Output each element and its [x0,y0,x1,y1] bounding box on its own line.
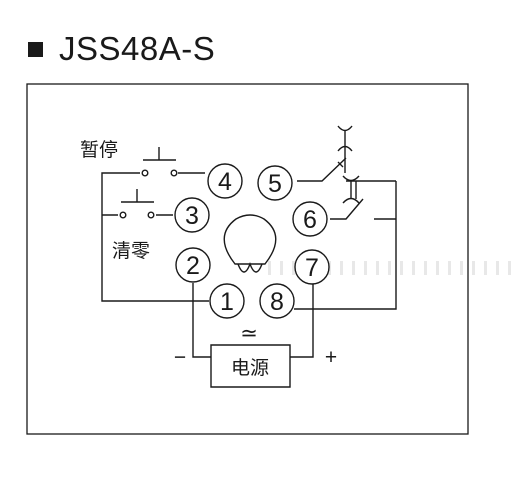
pause-label: 暂停 [80,139,118,161]
power-minus-wire [192,283,211,358]
power-supply-box [210,344,291,388]
svg-text:6: 6 [303,206,317,234]
terminal-3: 3 [174,197,210,233]
svg-text:2: 2 [186,252,200,280]
plus-sign: + [325,346,337,369]
ac-dc-symbol: ≃ [240,322,258,345]
svg-text:8: 8 [270,288,284,316]
indicator-lamp [223,214,277,273]
terminal-7: 7 [294,249,330,285]
minus-sign: − [174,346,186,369]
page-title: JSS48A-S [59,30,216,67]
right-bus-wire [294,181,397,310]
svg-text:1: 1 [220,288,234,316]
power-supply-label: 电源 [231,357,269,379]
terminal-6: 6 [292,201,328,237]
terminal-2: 2 [175,247,211,283]
page-header: JSS48A-S [28,24,215,74]
svg-text:7: 7 [305,254,319,282]
clear-label: 清零 [112,240,150,262]
terminal-5: 5 [257,165,293,201]
left-bus-wire [101,172,209,302]
terminal-1: 1 [209,283,245,319]
svg-text:5: 5 [268,170,282,198]
power-plus-wire [290,283,314,358]
svg-text:3: 3 [185,202,199,230]
terminal-8: 8 [259,283,295,319]
square-bullet-icon [28,41,43,57]
terminal-4: 4 [207,163,243,199]
svg-text:4: 4 [218,168,232,196]
diagram-frame [26,83,469,435]
clear-switch [119,189,155,219]
relay-contact-lower [330,175,396,220]
pause-switch [141,147,178,177]
relay-contact-upper [297,125,396,182]
